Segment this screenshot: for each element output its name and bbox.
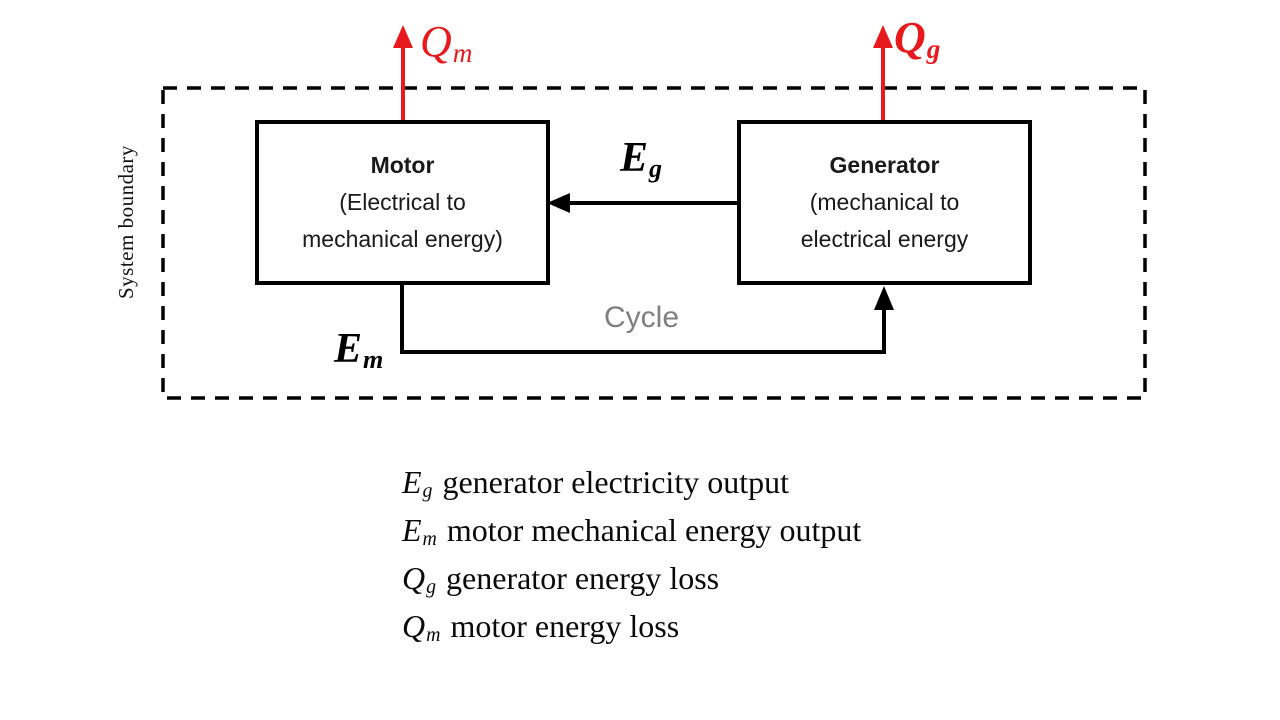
- qm-loss-arrowhead-icon: [393, 25, 413, 48]
- legend-symbol-eg: Eg: [402, 464, 433, 502]
- qg-label: Qg: [894, 13, 940, 63]
- em-label: Em: [334, 326, 383, 372]
- legend-symbol-qm-sub: m: [426, 623, 441, 646]
- cycle-arrowhead-icon: [874, 286, 894, 310]
- eg-arrowhead-icon: [547, 193, 570, 213]
- qg-label-sub: g: [926, 34, 941, 64]
- legend-symbol-em: Em: [402, 512, 437, 550]
- legend-symbol-qg: Qg: [402, 560, 437, 598]
- qg-loss-arrowhead-icon: [873, 25, 893, 48]
- qm-label-sub: m: [452, 38, 473, 68]
- em-label-sub: m: [363, 344, 384, 374]
- em-label-base: E: [334, 326, 363, 372]
- legend-symbol-qg-base: Q: [402, 560, 426, 596]
- motor-subtitle-line1: (Electrical to: [339, 189, 466, 215]
- eg-label-base: E: [620, 135, 649, 181]
- legend-symbol-qm: Qm: [402, 608, 441, 646]
- legend-symbol-qm-base: Q: [402, 608, 426, 644]
- legend-desc-qg: generator energy loss: [446, 560, 720, 596]
- legend-symbol-em-base: E: [402, 512, 422, 548]
- legend-symbol-eg-sub: g: [422, 479, 433, 502]
- system-boundary-label: System boundary: [114, 145, 138, 299]
- motor-title: Motor: [370, 152, 435, 178]
- legend-desc-eg: generator electricity output: [442, 464, 789, 500]
- legend-symbol-em-sub: m: [422, 527, 437, 550]
- legend-desc-em: motor mechanical energy output: [446, 512, 862, 548]
- qm-label: Qm: [420, 17, 472, 67]
- qm-label-base: Q: [420, 17, 452, 66]
- legend-symbol-eg-base: E: [402, 464, 422, 500]
- cycle-label: Cycle: [604, 301, 680, 334]
- qg-label-base: Q: [894, 13, 926, 62]
- legend-desc-qm: motor energy loss: [450, 608, 680, 644]
- eg-label-sub: g: [649, 153, 663, 183]
- generator-subtitle-line1: (mechanical to: [809, 189, 960, 215]
- motor-subtitle-line2: mechanical energy): [302, 226, 503, 252]
- generator-subtitle-line2: electrical energy: [800, 226, 969, 252]
- eg-label: Eg: [620, 135, 662, 181]
- generator-title: Generator: [829, 152, 940, 178]
- generator-box: Generator (mechanical to electrical ener…: [737, 120, 1032, 285]
- motor-box: Motor (Electrical to mechanical energy): [255, 120, 550, 285]
- legend-symbol-qg-sub: g: [426, 575, 437, 598]
